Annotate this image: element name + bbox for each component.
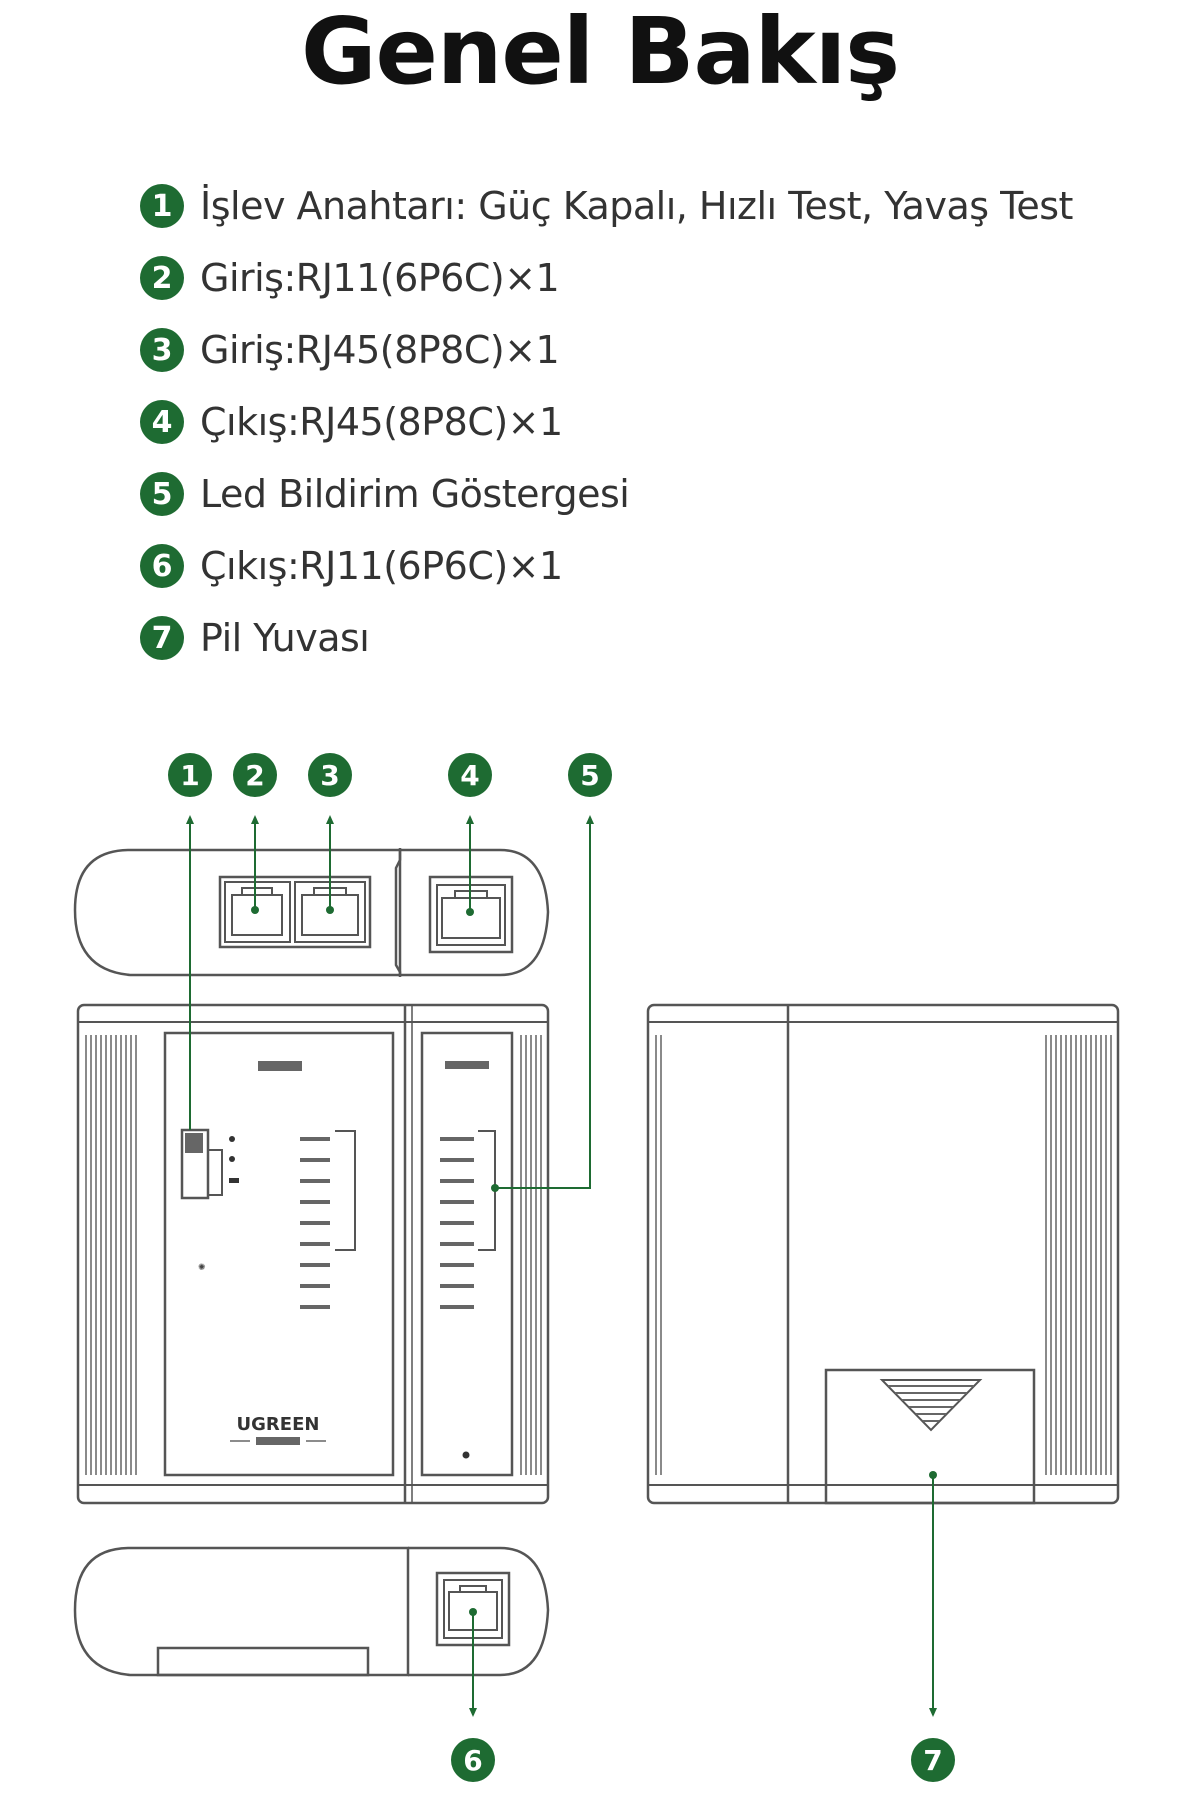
svg-text:5: 5 — [580, 759, 599, 792]
remote-grip-left — [652, 1035, 664, 1475]
remote-led — [462, 1451, 470, 1459]
remote-grip-right — [1045, 1035, 1113, 1475]
svg-text:1: 1 — [180, 759, 199, 792]
legend-badge-4: 4 — [140, 400, 184, 444]
bottom-view — [73, 1546, 550, 1677]
remote-panel — [420, 1031, 514, 1477]
svg-text:2: 2 — [245, 759, 264, 792]
front-body — [76, 1003, 550, 1505]
power-led-glyph: ✺ — [198, 1263, 206, 1273]
page-title: Genel Bakış — [300, 0, 900, 105]
main-panel — [163, 1031, 395, 1477]
legend-text-2: Giriş:RJ11(6P6C)×1 — [200, 256, 560, 300]
brand-subtitle — [256, 1437, 300, 1445]
battery-cover-arrow-icon — [879, 1379, 983, 1432]
legend-badge-6: 6 — [140, 544, 184, 588]
remote-unit-view — [646, 1003, 1120, 1505]
legend-item-7: 7 Pil Yuvası — [140, 602, 1140, 674]
legend-text-7: Pil Yuvası — [200, 616, 370, 660]
remote-panel-label — [445, 1061, 489, 1069]
main-panel-label — [258, 1061, 302, 1071]
function-switch — [180, 1128, 239, 1200]
brand-logo: UGREEN — [237, 1414, 320, 1435]
top-view — [73, 848, 550, 977]
legend-item-5: 5 Led Bildirim Göstergesi — [140, 458, 1140, 530]
legend-text-1: İşlev Anahtarı: Güç Kapalı, Hızlı Test, … — [200, 184, 1073, 228]
top-view-body-left — [73, 848, 402, 977]
bottom-slot — [156, 1646, 370, 1677]
svg-text:7: 7 — [923, 1744, 942, 1777]
legend-badge-3: 3 — [140, 328, 184, 372]
callout-6: 6 — [451, 1738, 495, 1782]
top-view-seam — [394, 848, 402, 977]
legend-text-5: Led Bildirim Göstergesi — [200, 472, 630, 516]
top-port-frame — [218, 875, 372, 949]
svg-text:6: 6 — [463, 1744, 482, 1777]
legend-badge-1: 1 — [140, 184, 184, 228]
legend-badge-2: 2 — [140, 256, 184, 300]
callout-7: 7 — [911, 1738, 955, 1782]
legend-list: 1 İşlev Anahtarı: Güç Kapalı, Hızlı Test… — [140, 170, 1140, 674]
legend-badge-5: 5 — [140, 472, 184, 516]
device-diagram: ✺ UGREEN — [73, 753, 1120, 1782]
legend-item-6: 6 Çıkış:RJ11(6P6C)×1 — [140, 530, 1140, 602]
svg-text:4: 4 — [460, 759, 479, 792]
legend-item-2: 2 Giriş:RJ11(6P6C)×1 — [140, 242, 1140, 314]
callout-4: 4 — [448, 753, 492, 797]
legend-text-6: Çıkış:RJ11(6P6C)×1 — [200, 544, 563, 588]
led-column-main — [300, 1130, 356, 1309]
legend-item-4: 4 Çıkış:RJ45(8P8C)×1 — [140, 386, 1140, 458]
grip-left — [82, 1035, 140, 1475]
callout-3: 3 — [308, 753, 352, 797]
rj11-in-port — [224, 881, 291, 943]
legend-badge-7: 7 — [140, 616, 184, 660]
grip-right — [520, 1035, 544, 1475]
front-view: ✺ UGREEN — [76, 1003, 550, 1505]
legend-text-3: Giriş:RJ45(8P8C)×1 — [200, 328, 560, 372]
legend-text-4: Çıkış:RJ45(8P8C)×1 — [200, 400, 563, 444]
callout-5: 5 — [568, 753, 612, 797]
svg-text:3: 3 — [320, 759, 339, 792]
led-column-remote — [440, 1130, 496, 1309]
legend-item-1: 1 İşlev Anahtarı: Güç Kapalı, Hızlı Test… — [140, 170, 1140, 242]
battery-compartment — [824, 1368, 1036, 1505]
callout-2: 2 — [233, 753, 277, 797]
callout-1: 1 — [168, 753, 212, 797]
top-view-body-right — [400, 848, 550, 977]
legend-item-3: 3 Giriş:RJ45(8P8C)×1 — [140, 314, 1140, 386]
leader-lines — [186, 815, 937, 1717]
